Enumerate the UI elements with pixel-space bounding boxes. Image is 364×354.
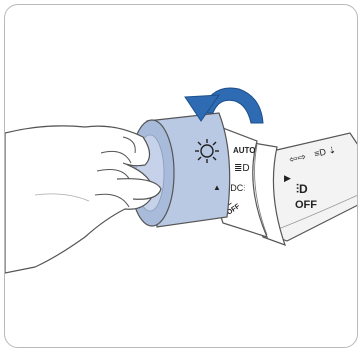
auto-label: AUTO: [233, 146, 256, 155]
svg-text:≣D: ≣D: [234, 163, 250, 174]
headlight-icon: ≣D: [234, 163, 250, 174]
headlight-switch-illustration: ⇦⇨ ≡D ⇣ ▶ ⫶D OFF AUTO ≣D ⫶DC⫶ DRL OFF: [5, 5, 358, 348]
parking-light-icon: ⫶DC⫶: [228, 183, 246, 193]
hand: [5, 126, 161, 273]
illustration-frame: ⇦⇨ ≡D ⇣ ▶ ⫶D OFF AUTO ≣D ⫶DC⫶ DRL OFF: [4, 4, 358, 348]
light-switch-head: [130, 113, 230, 227]
fog-off-label: OFF: [295, 199, 317, 211]
switch-indicator: ▲: [213, 183, 221, 192]
front-fog-light-icon: ⫶D: [296, 182, 308, 196]
svg-text:⫶DC⫶: ⫶DC⫶: [228, 183, 246, 193]
fog-indicator: ▶: [284, 173, 291, 183]
svg-text:⫶D: ⫶D: [296, 182, 308, 196]
